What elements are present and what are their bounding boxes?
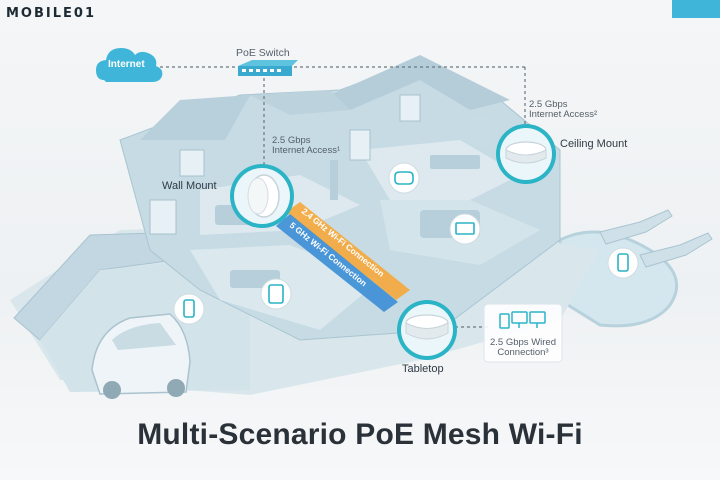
gamepad-icon (394, 171, 414, 185)
phone-icon (183, 299, 195, 318)
wired-connection-label: 2.5 Gbps Wired Connection³ (489, 338, 557, 358)
poe-switch-label: PoE Switch (236, 47, 290, 59)
band-5ghz (276, 214, 398, 312)
tabletop-label: Tabletop (402, 363, 444, 375)
internet-label: Internet (108, 59, 145, 70)
cloud-icon (96, 48, 163, 82)
brand-logo-corner (672, 0, 720, 18)
phone-bubble-left (173, 293, 205, 325)
sun-loungers (599, 209, 713, 268)
tablet-icon (268, 284, 284, 304)
tv-bubble (449, 213, 481, 245)
roof-mid (250, 90, 350, 115)
wired-connection-line1: 2.5 Gbps Wired (490, 337, 556, 348)
tv-icon (455, 222, 475, 235)
connection-lines (160, 66, 526, 328)
ceiling-mount-unit (496, 124, 556, 184)
roof-right (330, 55, 510, 110)
computer-icons (499, 311, 546, 329)
watermark-logo: MOBILE01 (6, 6, 96, 21)
poe-switch-icon (238, 60, 298, 76)
wired-devices-box (483, 303, 563, 363)
wall-mount-speed-line2: Internet Access¹ (272, 144, 341, 156)
ceiling-mount-speed: 2.5 Gbps Internet Access² (529, 100, 597, 120)
car (91, 313, 191, 399)
phone-icon (617, 253, 629, 272)
gamepad-bubble (388, 162, 420, 194)
windows (149, 94, 421, 235)
tablet-bubble (260, 278, 292, 310)
wall-mount-unit (230, 164, 294, 228)
ceiling-mount-speed-line1: 2.5 Gbps (529, 99, 568, 110)
ceiling-mount-speed-line2: Internet Access² (529, 108, 598, 120)
tabletop-unit (397, 300, 457, 360)
wall-mount-label: Wall Mount (162, 180, 217, 192)
ceiling-mount-label: Ceiling Mount (560, 138, 628, 150)
roof-left (140, 95, 250, 140)
phone-bubble-right (607, 247, 639, 279)
wall-mount-speed: 2.5 Gbps Internet Access¹ (272, 136, 340, 156)
wired-connection-line2: Connection³ (497, 346, 549, 358)
wifi-bands (276, 202, 410, 312)
page-title: Multi-Scenario PoE Mesh Wi-Fi (137, 418, 583, 451)
band-24ghz (286, 202, 410, 300)
wall-mount-speed-line1: 2.5 Gbps (272, 135, 311, 146)
